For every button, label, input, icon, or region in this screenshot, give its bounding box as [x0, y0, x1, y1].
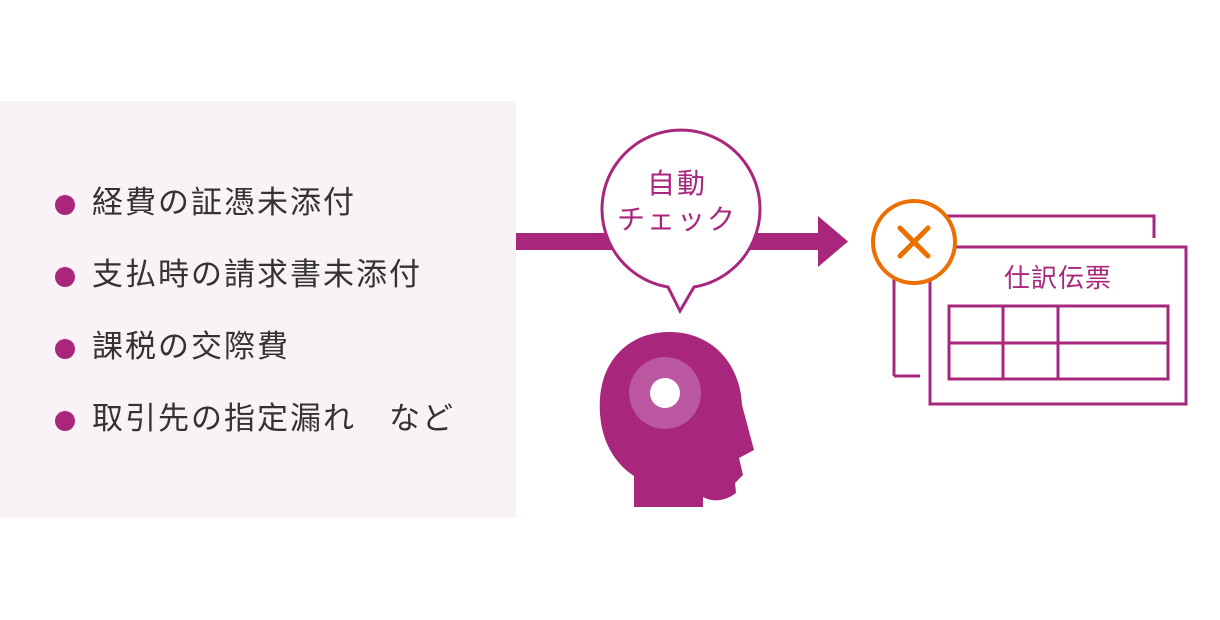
auto-check-label: 自動 チェック [592, 166, 762, 238]
speech-bubble [600, 128, 762, 315]
bullet-dot-icon [55, 411, 75, 431]
list-item: 取引先の指定漏れ など [55, 399, 455, 471]
journal-slip-document [928, 245, 1188, 406]
document-title: 仕訳伝票 [1003, 264, 1112, 294]
list-item-label: 支払時の請求書未添付 [92, 257, 422, 293]
list-item: 課税の交際費 [55, 327, 455, 399]
back-document-icon [892, 214, 1156, 378]
checklist-panel [0, 101, 516, 518]
list-item: 支払時の請求書未添付 [55, 255, 455, 327]
bubble-line-2: チェック [616, 203, 737, 236]
bullet-dot-icon [55, 267, 75, 287]
list-item-label: 課税の交際費 [92, 329, 290, 365]
list-item-label: 経費の証憑未添付 [92, 185, 356, 221]
brain-core-icon [650, 378, 680, 408]
bullet-dot-icon [55, 195, 75, 215]
bullet-dot-icon [55, 339, 75, 359]
head-profile-icon [599, 332, 754, 507]
list-item-label: 取引先の指定漏れ など [92, 401, 455, 437]
x-mark-icon [871, 199, 957, 285]
check-items-list: 経費の証憑未添付 支払時の請求書未添付 課税の交際費 取引先の指定漏れ など [55, 183, 455, 471]
bubble-line-1: 自動 [646, 167, 707, 200]
list-item: 経費の証憑未添付 [55, 183, 455, 255]
